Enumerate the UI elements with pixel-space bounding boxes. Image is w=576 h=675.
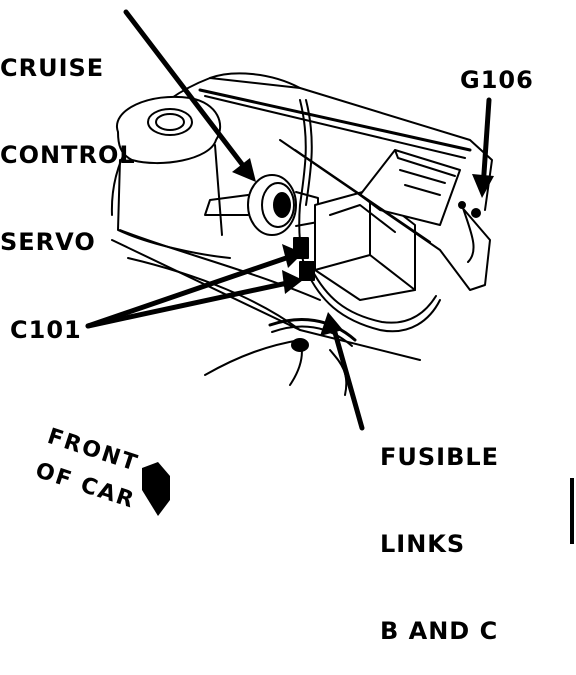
g106-pointer-arrow bbox=[480, 97, 492, 191]
label-cruise-line1: CRUISE bbox=[0, 54, 105, 82]
fusible-links-pointer-arrow bbox=[329, 319, 365, 431]
label-cruise-line2: CONTROL bbox=[0, 141, 136, 169]
g106-arrow-head bbox=[472, 174, 494, 198]
servo-pointer-arrow bbox=[123, 9, 251, 175]
c101-pointer-arrow-upper bbox=[85, 253, 295, 329]
page-edge-bar bbox=[570, 478, 574, 544]
ground-bracket bbox=[279, 139, 491, 291]
label-fusible-links: FUSIBLE LINKS B AND C bbox=[380, 385, 499, 675]
c101-arrow-head-upper bbox=[282, 244, 303, 268]
engine-compartment-illustration bbox=[85, 9, 574, 544]
battery-tray bbox=[359, 149, 461, 226]
wiring-harness bbox=[268, 99, 441, 347]
label-c101: C101 bbox=[10, 316, 82, 344]
label-fusible-line2: LINKS bbox=[380, 530, 466, 558]
label-g106: G106 bbox=[460, 66, 534, 94]
label-fusible-line3: B AND C bbox=[380, 617, 499, 645]
label-cruise-control-servo: CRUISE CONTROL SERVO bbox=[0, 0, 136, 286]
strut-tower bbox=[115, 95, 231, 259]
label-fusible-line1: FUSIBLE bbox=[380, 443, 500, 471]
servo-arrow-head bbox=[232, 158, 256, 182]
fusible-links-arrow-head bbox=[320, 312, 343, 336]
front-direction-arrow bbox=[142, 462, 170, 516]
pointer-arrows bbox=[85, 9, 492, 431]
arrow-heads bbox=[232, 158, 494, 336]
c101-arrow-head-lower bbox=[282, 270, 303, 294]
lower-fender bbox=[204, 338, 348, 396]
c101-pointer-arrow-lower bbox=[85, 279, 295, 329]
label-cruise-line3: SERVO bbox=[0, 228, 96, 256]
